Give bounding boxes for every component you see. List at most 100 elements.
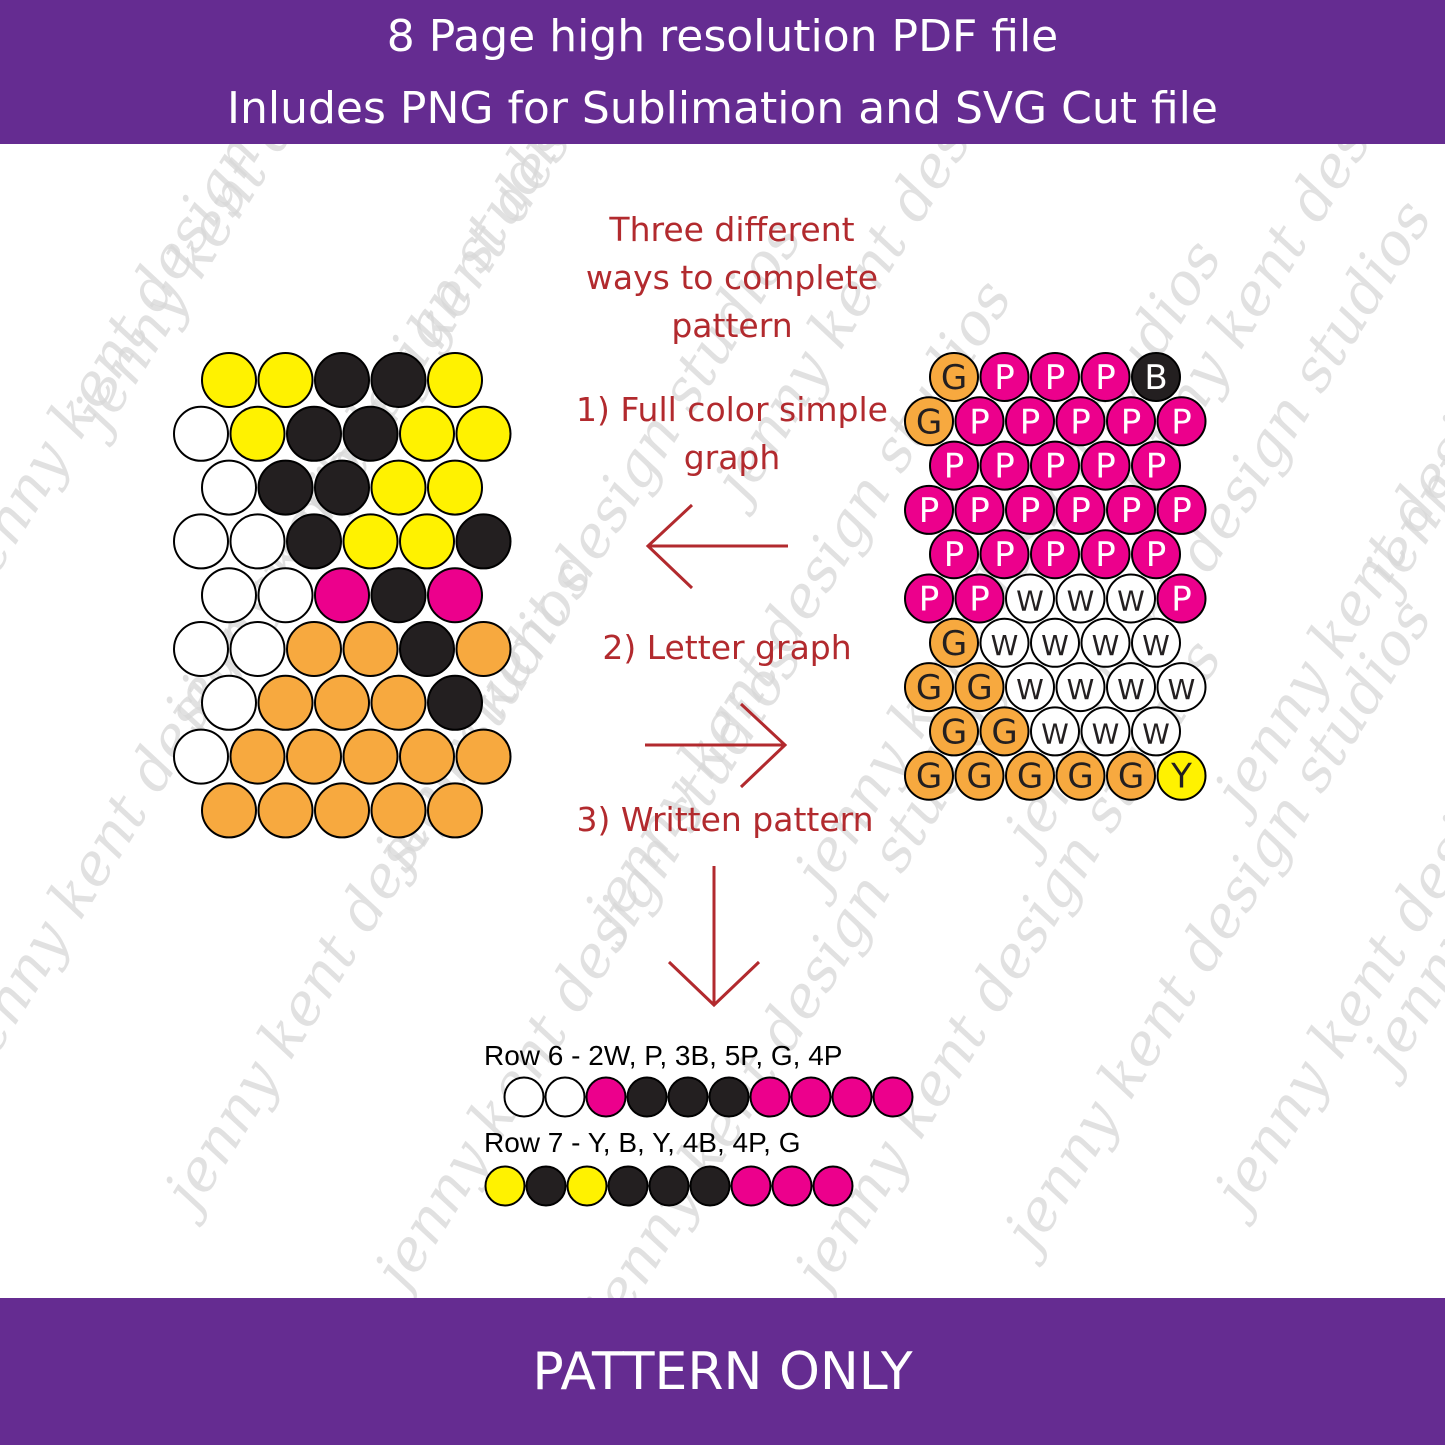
letter-bead bbox=[1055, 662, 1106, 713]
intro-line-1: Three different bbox=[609, 210, 855, 249]
color-bead bbox=[370, 352, 427, 408]
bead-letter: P bbox=[1045, 358, 1066, 398]
color-bead bbox=[370, 567, 427, 624]
letter-bead bbox=[1055, 573, 1106, 624]
color-bead bbox=[314, 674, 370, 731]
banner-title-line-2: Inludes PNG for Sublimation and SVG Cut … bbox=[227, 83, 1218, 134]
color-bead bbox=[342, 728, 399, 785]
color-bead bbox=[455, 621, 512, 677]
letter-bead bbox=[1080, 440, 1131, 491]
color-bead bbox=[286, 728, 342, 785]
bead-letter: W bbox=[1168, 673, 1196, 706]
arrow-down-icon bbox=[667, 866, 761, 1008]
bead-letter: G bbox=[916, 757, 942, 797]
letter-bead bbox=[1131, 617, 1181, 668]
color-bead bbox=[427, 674, 483, 731]
letter-bead bbox=[1005, 750, 1055, 801]
letter-bead bbox=[1005, 484, 1055, 535]
color-bead bbox=[257, 567, 314, 624]
bead-letter: P bbox=[944, 535, 965, 575]
bead-letter: G bbox=[966, 757, 992, 797]
method-letter-graph: 2) Letter graph bbox=[602, 628, 852, 667]
bead-letter: P bbox=[969, 580, 990, 620]
bead-letter: G bbox=[1067, 757, 1093, 797]
color-bead bbox=[257, 459, 314, 516]
bead-letter: P bbox=[1095, 535, 1116, 575]
method-written-pattern: 3) Written pattern bbox=[576, 800, 874, 839]
letter-bead bbox=[1030, 440, 1080, 491]
color-bead bbox=[455, 513, 512, 570]
color-bead bbox=[173, 405, 229, 462]
bead-letter: P bbox=[1020, 402, 1041, 442]
letter-bead bbox=[954, 750, 1005, 801]
bead-letter: P bbox=[969, 491, 990, 531]
banner-title-line-1: 8 Page high resolution PDF file bbox=[386, 11, 1059, 62]
color-bead bbox=[427, 567, 483, 624]
written-bead bbox=[749, 1076, 791, 1118]
letter-bead bbox=[1156, 662, 1207, 713]
color-bead bbox=[257, 352, 314, 408]
color-bead bbox=[342, 621, 399, 677]
arrow-left-icon bbox=[645, 503, 788, 590]
color-bead bbox=[455, 728, 512, 785]
letter-bead bbox=[1106, 484, 1156, 535]
bead-letter: G bbox=[991, 712, 1017, 752]
bead-letter: P bbox=[944, 447, 965, 487]
letter-bead bbox=[979, 706, 1030, 757]
color-bead bbox=[229, 728, 286, 785]
bead-letter: P bbox=[1045, 447, 1066, 487]
letter-bead bbox=[904, 573, 954, 624]
written-bead bbox=[566, 1165, 608, 1207]
color-bead bbox=[314, 459, 370, 516]
bottom-banner: PATTERN ONLY bbox=[0, 1298, 1445, 1445]
bead-letter: W bbox=[1092, 717, 1120, 750]
written-bead bbox=[484, 1165, 526, 1207]
written-bead bbox=[648, 1165, 690, 1207]
intro-line-2: ways to complete bbox=[585, 258, 879, 297]
letter-bead bbox=[1106, 750, 1156, 801]
bead-letter: G bbox=[941, 624, 967, 664]
color-bead bbox=[173, 621, 229, 677]
color-bead bbox=[399, 728, 455, 785]
color-bead bbox=[257, 782, 314, 839]
written-bead bbox=[525, 1165, 567, 1207]
bead-letter: W bbox=[1142, 717, 1170, 750]
letter-bead bbox=[1030, 617, 1080, 668]
bead-letter: P bbox=[1020, 491, 1041, 531]
written-bead bbox=[771, 1165, 813, 1207]
bead-letter: W bbox=[1117, 673, 1145, 706]
letter-bead bbox=[954, 573, 1005, 624]
color-bead bbox=[201, 567, 257, 624]
color-bead bbox=[370, 674, 427, 731]
bead-letter: P bbox=[1121, 491, 1142, 531]
bead-letter: Y bbox=[1170, 757, 1192, 797]
letter-bead bbox=[1080, 617, 1131, 668]
written-bead bbox=[872, 1076, 914, 1118]
bead-letter: P bbox=[1121, 402, 1142, 442]
letter-bead bbox=[929, 440, 979, 491]
bead-letter: P bbox=[1146, 447, 1167, 487]
bead-letter: W bbox=[991, 629, 1019, 662]
letter-bead bbox=[1030, 352, 1080, 402]
bead-letter: W bbox=[1016, 585, 1044, 618]
bead-letter: B bbox=[1144, 358, 1167, 398]
letter-bead bbox=[1131, 440, 1181, 491]
written-bead bbox=[812, 1165, 854, 1207]
letter-bead bbox=[904, 396, 954, 447]
bead-letter: P bbox=[1171, 402, 1192, 442]
color-bead bbox=[314, 567, 370, 624]
letter-bead bbox=[1080, 352, 1131, 402]
letter-bead bbox=[1106, 396, 1156, 447]
color-bead bbox=[201, 782, 257, 839]
letter-bead bbox=[1156, 484, 1207, 535]
written-pattern-beads bbox=[484, 1076, 914, 1207]
bead-letter: P bbox=[1045, 535, 1066, 575]
arrow-right-icon bbox=[645, 702, 788, 789]
bead-letter: G bbox=[916, 668, 942, 708]
color-bead bbox=[257, 674, 314, 731]
written-bead bbox=[667, 1076, 709, 1118]
bead-letter: P bbox=[919, 491, 940, 531]
bead-letter: P bbox=[919, 580, 940, 620]
